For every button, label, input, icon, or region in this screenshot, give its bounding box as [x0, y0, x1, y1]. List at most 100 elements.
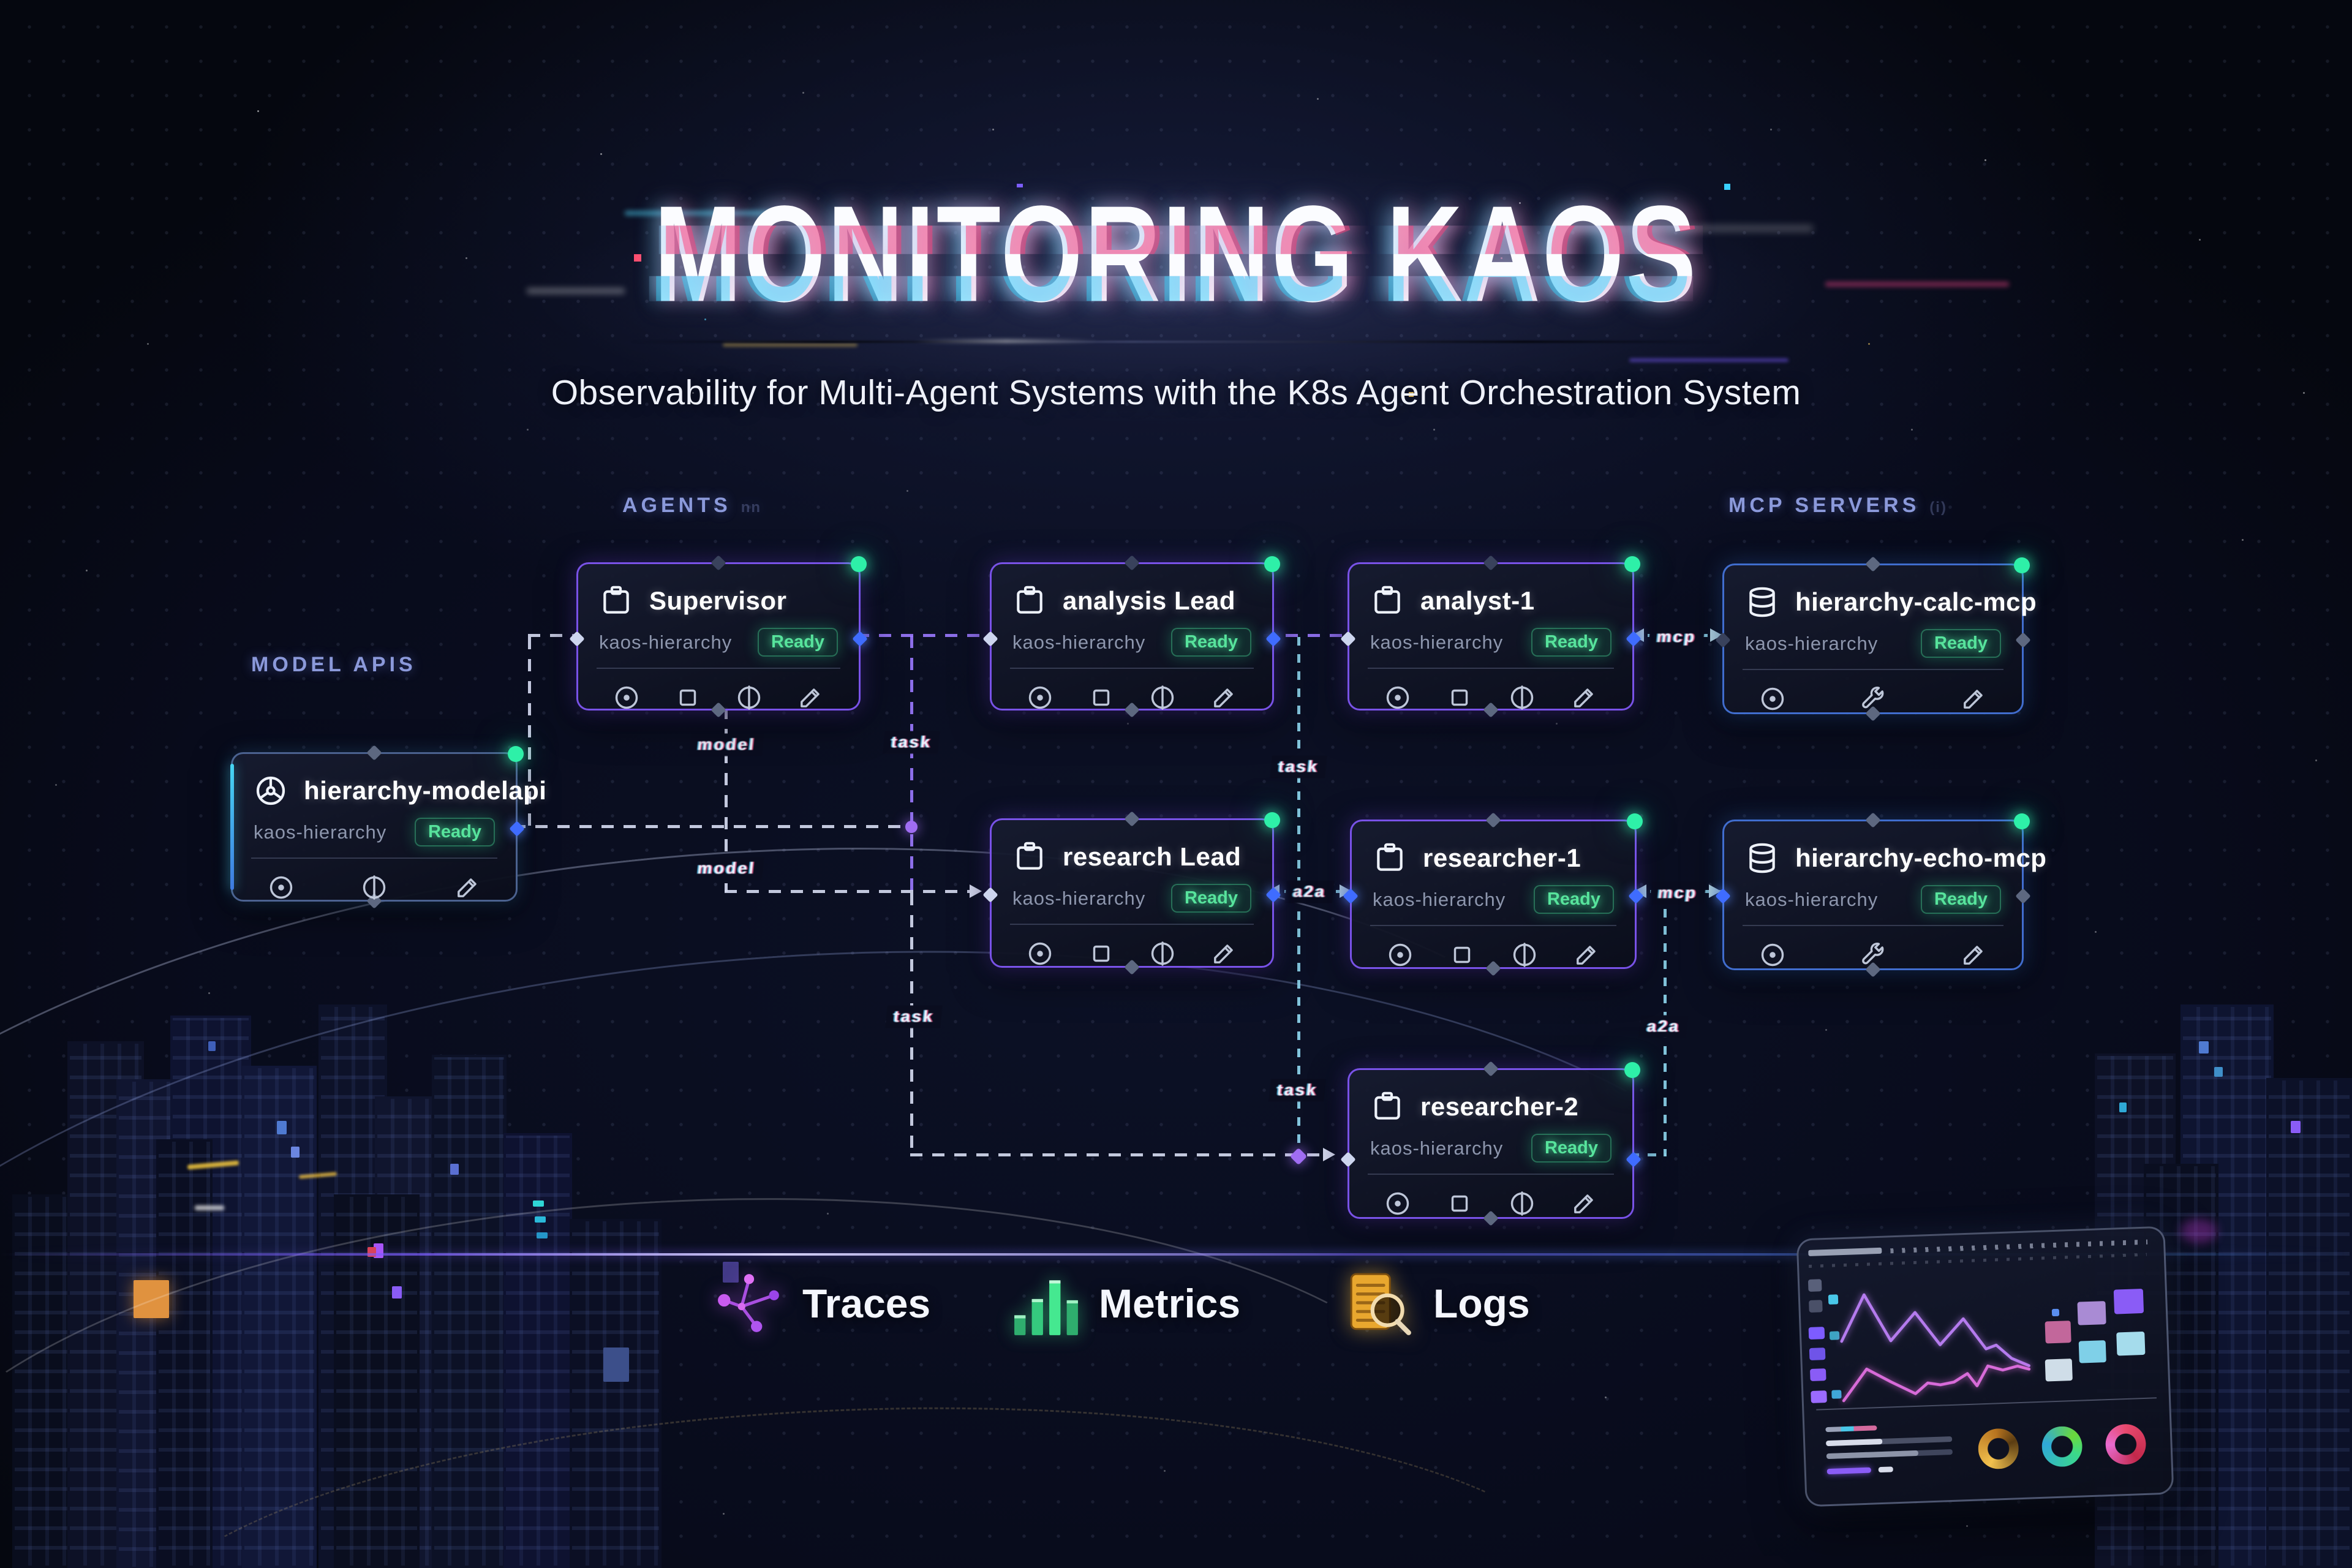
status-dot	[1264, 556, 1280, 572]
status-dot	[2014, 813, 2030, 829]
edge-to-researcher2	[910, 1153, 1324, 1156]
edge-analysis-analyst	[1264, 634, 1349, 637]
namespace-label: kaos-hierarchy	[254, 821, 387, 843]
node-title: Supervisor	[649, 586, 787, 615]
frame-icon[interactable]	[1087, 684, 1115, 712]
frame-icon[interactable]	[1448, 941, 1476, 969]
section-label-mcp-servers: MCP SERVERS(i)	[1728, 494, 1947, 518]
split-icon[interactable]	[1510, 941, 1539, 969]
mcp-node-hierarchy-calc-mcp[interactable]: hierarchy-calc-mcp kaos-hierarchy Ready	[1715, 556, 2037, 722]
edge-supervisor-bottom	[725, 707, 728, 892]
glitch-streak	[1825, 282, 2009, 287]
agent-node-analysis-lead[interactable]: analysis Lead kaos-hierarchy Ready	[982, 555, 1281, 718]
glitch-pixel	[1409, 392, 1414, 397]
namespace-label: kaos-hierarchy	[1012, 887, 1146, 909]
node-title: researcher-2	[1420, 1092, 1579, 1121]
swatch-lightcyan	[2116, 1331, 2146, 1356]
status-badge: Ready	[1170, 884, 1251, 913]
glitch-pixel	[1724, 184, 1730, 190]
agent-node-researcher-1[interactable]: researcher-1 kaos-hierarchy Ready	[1343, 812, 1644, 976]
frame-icon[interactable]	[1446, 1189, 1474, 1218]
node-title: hierarchy-calc-mcp	[1795, 587, 2037, 616]
edit-icon[interactable]	[1572, 941, 1600, 969]
status-badge: Ready	[1920, 885, 2001, 914]
glitch-streak	[723, 343, 858, 347]
edit-icon[interactable]	[1570, 1189, 1598, 1218]
frame-icon[interactable]	[674, 684, 702, 712]
edge-label-task: task	[1270, 755, 1327, 778]
legend-label: Traces	[802, 1281, 931, 1326]
glitch-streak	[1629, 358, 1789, 362]
dial-icon[interactable]	[1026, 684, 1054, 712]
glitch-suffix: (i)	[1929, 499, 1947, 516]
dial-icon[interactable]	[1386, 941, 1414, 969]
swatch-pale	[2045, 1359, 2073, 1382]
arrowhead	[970, 884, 982, 898]
split-icon[interactable]	[1148, 684, 1177, 712]
database-icon	[1745, 841, 1779, 875]
frame-icon[interactable]	[1446, 684, 1474, 712]
legend-label: Logs	[1433, 1281, 1530, 1326]
namespace-label: kaos-hierarchy	[1373, 888, 1506, 910]
card-divider	[1010, 924, 1254, 925]
split-icon[interactable]	[360, 873, 388, 902]
status-badge: Ready	[1170, 628, 1251, 657]
agent-node-supervisor[interactable]: Supervisor kaos-hierarchy Ready	[569, 555, 868, 718]
agent-node-research-lead[interactable]: research Lead kaos-hierarchy Ready	[982, 811, 1281, 975]
node-title: hierarchy-echo-mcp	[1795, 843, 2047, 872]
edit-icon[interactable]	[1210, 684, 1238, 712]
node-title: research Lead	[1063, 842, 1242, 871]
wrench-icon[interactable]	[1859, 941, 1887, 969]
namespace-label: kaos-hierarchy	[1370, 1137, 1504, 1159]
card-divider	[251, 858, 497, 859]
dial-icon[interactable]	[1384, 1189, 1412, 1218]
edit-icon[interactable]	[1959, 685, 1988, 713]
card-divider	[597, 668, 840, 669]
card-divider	[1743, 669, 2003, 670]
dial-icon[interactable]	[612, 684, 641, 712]
edit-icon[interactable]	[453, 873, 481, 902]
edit-icon[interactable]	[1570, 684, 1598, 712]
split-icon[interactable]	[1508, 1189, 1536, 1218]
dial-icon[interactable]	[1026, 940, 1054, 968]
edge-label-model: model	[688, 733, 764, 756]
status-badge: Ready	[1531, 628, 1611, 657]
sidebar-chip	[1811, 1390, 1827, 1403]
edit-icon[interactable]	[1210, 940, 1238, 968]
dial-icon[interactable]	[1384, 684, 1412, 712]
mcp-node-hierarchy-echo-mcp[interactable]: hierarchy-echo-mcp kaos-hierarchy Ready	[1715, 812, 2046, 978]
swatch-violet	[2077, 1301, 2106, 1325]
swatch-dot	[2051, 1308, 2060, 1317]
mini-dashboard-panel	[1796, 1226, 2174, 1507]
model-node-hierarchy-modelapi[interactable]: hierarchy-modelapi kaos-hierarchy Ready	[230, 745, 546, 909]
dial-icon[interactable]	[1758, 685, 1787, 713]
node-title: researcher-1	[1423, 843, 1581, 872]
edge-label-task: task	[885, 1005, 943, 1028]
agent-node-analyst-1[interactable]: analyst-1 kaos-hierarchy Ready	[1340, 555, 1642, 718]
line-chart	[1840, 1293, 2031, 1403]
status-dot	[508, 746, 524, 762]
section-text: AGENTS	[622, 494, 731, 517]
split-icon[interactable]	[1508, 684, 1536, 712]
split-icon[interactable]	[735, 684, 763, 712]
wrench-icon[interactable]	[1859, 685, 1887, 713]
status-badge: Ready	[414, 818, 495, 846]
glow-streak	[195, 1205, 224, 1210]
status-dot	[1624, 1062, 1640, 1078]
frame-icon[interactable]	[1087, 940, 1115, 968]
dial-icon[interactable]	[267, 873, 295, 902]
agent-node-researcher-2[interactable]: researcher-2 kaos-hierarchy Ready	[1340, 1061, 1642, 1226]
card-divider	[1010, 668, 1254, 669]
edit-icon[interactable]	[796, 684, 824, 712]
model-api-icon	[254, 774, 288, 808]
card-divider	[1743, 925, 2003, 926]
progress-bar	[1825, 1425, 1877, 1433]
edit-icon[interactable]	[1959, 941, 1988, 969]
swatch-pink	[2045, 1321, 2071, 1344]
split-icon[interactable]	[1148, 940, 1177, 968]
dial-icon[interactable]	[1758, 941, 1787, 969]
agent-icon	[1370, 584, 1404, 618]
glitch-suffix: nn	[741, 499, 762, 516]
swatch-purple	[2113, 1288, 2144, 1314]
